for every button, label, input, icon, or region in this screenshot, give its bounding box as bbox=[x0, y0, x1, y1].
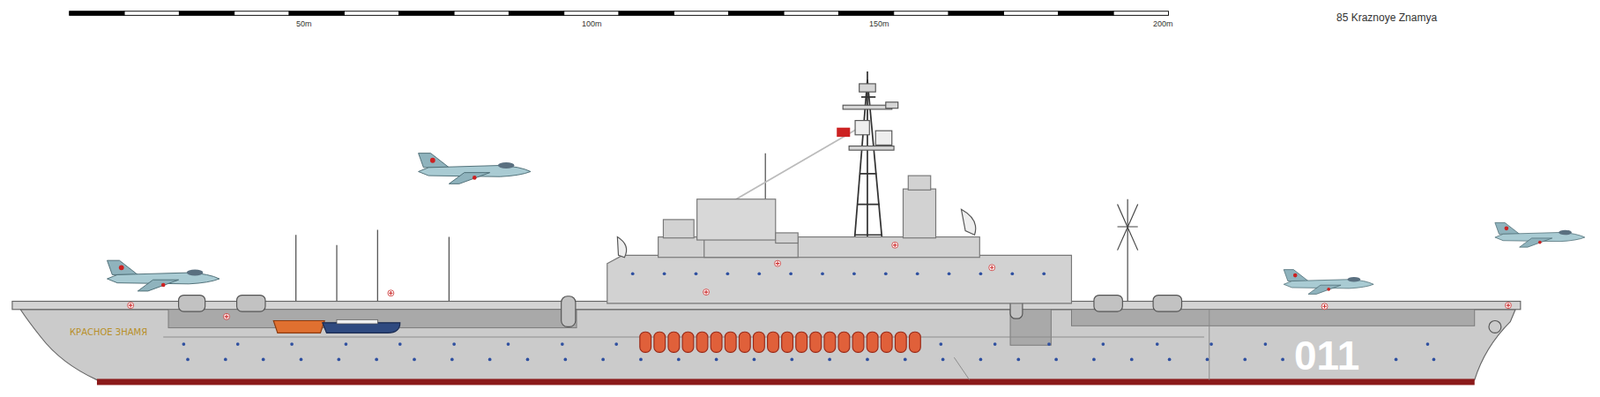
scale-label: 50m bbox=[296, 19, 313, 29]
scale-label: 150m bbox=[869, 19, 890, 29]
hull bbox=[20, 309, 1516, 380]
mast-equipment bbox=[842, 83, 899, 150]
flag bbox=[836, 127, 850, 137]
radar-dishes bbox=[617, 208, 975, 257]
portholes bbox=[182, 271, 1437, 361]
ship-title: 85 Kraznoye Znamya bbox=[1336, 11, 1437, 24]
aircraft bbox=[107, 153, 1586, 295]
hull-number: 011 bbox=[1294, 331, 1360, 380]
hull-frames bbox=[163, 309, 1210, 380]
scale-label: 100m bbox=[581, 19, 603, 29]
deck-markings bbox=[127, 241, 1512, 320]
liferaft-row bbox=[640, 331, 921, 352]
island bbox=[607, 175, 1072, 304]
scale-label: 200m bbox=[1153, 19, 1174, 29]
scale-bar bbox=[69, 11, 1169, 16]
boat bbox=[273, 320, 325, 333]
boot-topping bbox=[96, 378, 1475, 385]
boat bbox=[322, 322, 401, 334]
lattice-mast bbox=[853, 71, 885, 258]
ship-name: КРАСНОЕ ЗНАМЯ bbox=[69, 327, 148, 337]
hawse bbox=[1488, 320, 1502, 333]
